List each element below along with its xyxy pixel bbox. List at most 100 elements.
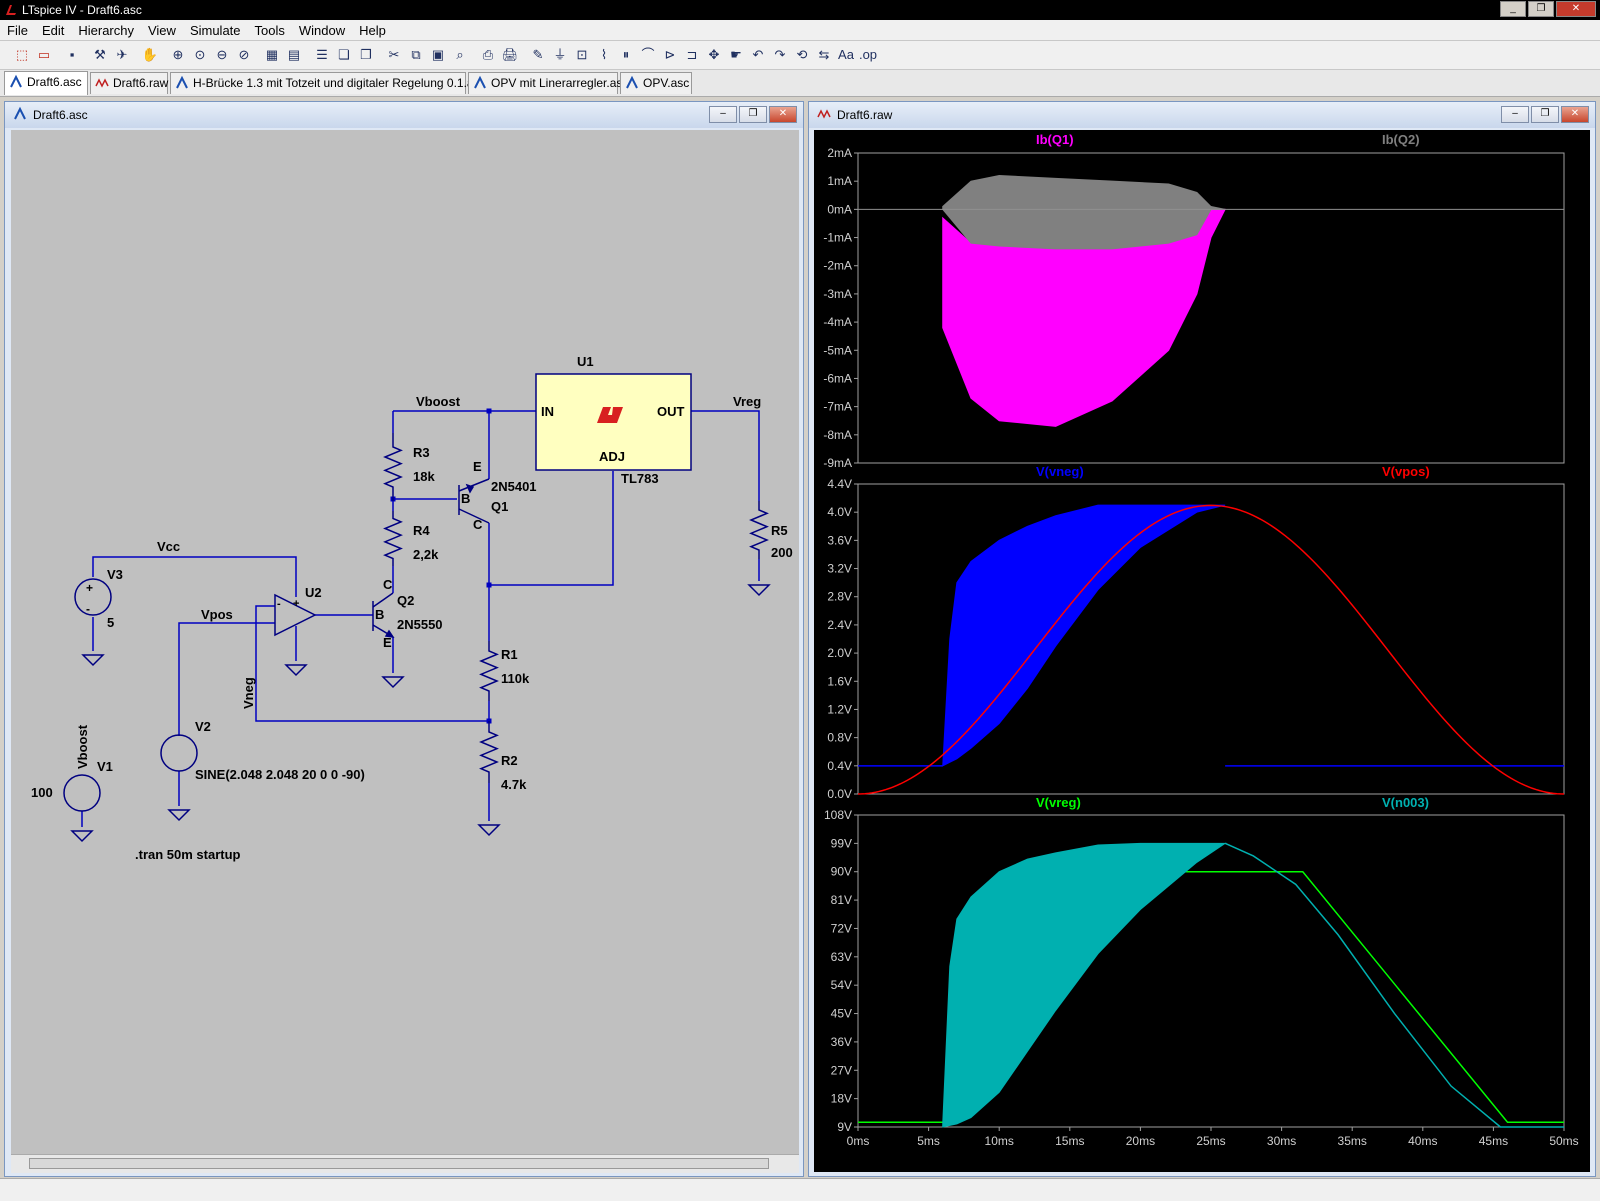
menu-hierarchy[interactable]: Hierarchy bbox=[78, 23, 134, 38]
resistor-r2[interactable] bbox=[479, 721, 499, 783]
inductor-icon[interactable]: ⌒ bbox=[641, 47, 655, 62]
zoom-in-icon[interactable]: ⊕ bbox=[172, 47, 184, 62]
schematic-window-title: Draft6.asc bbox=[33, 108, 88, 122]
tab-h-bruecke[interactable]: H-Brücke 1.3 mit Totzeit und digitaler R… bbox=[170, 72, 486, 94]
series-label[interactable]: V(vreg) bbox=[1036, 795, 1081, 810]
cut-icon[interactable]: ✂ bbox=[388, 47, 400, 62]
capacitor-icon[interactable]: ⏸ bbox=[622, 47, 630, 62]
plot-pane-2[interactable]: 4.4V4.0V3.6V3.2V2.8V2.4V2.0V1.6V1.2V0.8V… bbox=[827, 464, 1565, 801]
redo-icon[interactable]: ↷ bbox=[774, 47, 786, 62]
tab-draft6-raw[interactable]: Draft6.raw bbox=[90, 72, 168, 94]
text-icon[interactable]: Aa bbox=[838, 47, 854, 62]
zoom-out-icon[interactable]: ⊖ bbox=[216, 47, 228, 62]
menu-help[interactable]: Help bbox=[359, 23, 386, 38]
close-button[interactable]: ✕ bbox=[1556, 1, 1596, 17]
print-preview-icon[interactable]: ⎙ bbox=[482, 47, 494, 62]
schematic-maximize-button[interactable]: ❐ bbox=[739, 106, 767, 123]
transistor-q2[interactable] bbox=[372, 592, 395, 638]
wire-vcc[interactable] bbox=[92, 556, 297, 597]
plot-frame bbox=[857, 483, 1565, 795]
halt-icon[interactable]: ✋ bbox=[141, 47, 159, 62]
waveform-maximize-button[interactable]: ❐ bbox=[1531, 106, 1559, 123]
tab-opv-linerarregler[interactable]: OPV mit Linerarregler.asc bbox=[468, 72, 628, 94]
wire-vneg[interactable] bbox=[255, 605, 489, 722]
tab-draft6-asc[interactable]: Draft6.asc bbox=[4, 71, 88, 95]
menu-tools[interactable]: Tools bbox=[254, 23, 285, 38]
waveform-plot-area[interactable]: 2mA1mA0mA-1mA-2mA-3mA-4mA-5mA-6mA-7mA-8m… bbox=[814, 130, 1590, 1172]
schematic-minimize-button[interactable]: – bbox=[709, 106, 737, 123]
find-icon[interactable]: ⌕ bbox=[456, 47, 464, 62]
ltspice-app-icon bbox=[6, 5, 16, 15]
menu-simulate[interactable]: Simulate bbox=[189, 23, 241, 38]
voltage-source-v2[interactable] bbox=[160, 734, 198, 772]
autorange-icon[interactable]: ▦ bbox=[265, 47, 279, 62]
print-icon[interactable]: 🖨 bbox=[501, 47, 519, 62]
resistor-r1[interactable] bbox=[479, 641, 499, 701]
rotate-icon[interactable]: ⟲ bbox=[796, 47, 808, 62]
horizontal-scrollbar[interactable] bbox=[11, 1154, 799, 1173]
undo-icon[interactable]: ↶ bbox=[752, 47, 764, 62]
tab-opv-asc[interactable]: OPV.asc bbox=[620, 72, 692, 94]
move-icon[interactable]: ✥ bbox=[708, 47, 720, 62]
waveform-minimize-button[interactable]: – bbox=[1501, 106, 1529, 123]
voltage-source-v3[interactable] bbox=[74, 578, 112, 616]
waveform-icon bbox=[95, 78, 109, 88]
opamp-u2[interactable] bbox=[274, 593, 317, 637]
spice-directive-icon[interactable]: .op bbox=[858, 47, 878, 62]
wire-adj[interactable] bbox=[489, 471, 614, 586]
restore-button[interactable]: ❐ bbox=[1528, 1, 1554, 17]
y-tick-label: 54V bbox=[831, 978, 852, 992]
diode-icon[interactable]: ⊳ bbox=[664, 47, 676, 62]
transistor-q1[interactable] bbox=[458, 478, 490, 524]
resistor-r3[interactable] bbox=[383, 433, 403, 501]
y-tick-label: 1.6V bbox=[827, 674, 852, 688]
waveform-close-button[interactable]: ✕ bbox=[1561, 106, 1589, 123]
component-icon[interactable]: ⊐ bbox=[686, 47, 698, 62]
close-windows-icon[interactable]: ❐ bbox=[360, 47, 372, 62]
menu-edit[interactable]: Edit bbox=[41, 23, 65, 38]
resistor-r4[interactable] bbox=[383, 511, 403, 566]
open-icon[interactable]: ▭ bbox=[37, 47, 51, 62]
control-panel-icon[interactable]: ⚒ bbox=[94, 47, 106, 62]
save-icon[interactable]: ▪ bbox=[69, 47, 75, 62]
fit-icon[interactable]: ▤ bbox=[287, 47, 301, 62]
minimize-button[interactable]: _ bbox=[1500, 1, 1526, 17]
zoom-pan-icon[interactable]: ⊙ bbox=[194, 47, 206, 62]
series-label[interactable]: Ib(Q2) bbox=[1382, 132, 1420, 147]
series-label[interactable]: V(vneg) bbox=[1036, 464, 1084, 479]
copy-icon[interactable]: ⧉ bbox=[411, 47, 421, 62]
ground-icon[interactable]: ⏚ bbox=[553, 47, 567, 62]
new-schematic-icon[interactable]: ⬚ bbox=[15, 47, 29, 62]
wire-vreg[interactable] bbox=[691, 410, 760, 501]
label-vplus: + bbox=[86, 581, 93, 595]
scrollbar-thumb[interactable] bbox=[29, 1158, 769, 1169]
resistor-r5[interactable] bbox=[749, 501, 769, 559]
draw-wire-icon[interactable]: ✎ bbox=[532, 47, 544, 62]
schematic-close-button[interactable]: ✕ bbox=[769, 106, 797, 123]
mirror-icon[interactable]: ⇆ bbox=[818, 47, 830, 62]
label-q2b: B bbox=[375, 607, 384, 622]
y-tick-label: 81V bbox=[831, 893, 852, 907]
menu-view[interactable]: View bbox=[147, 23, 176, 38]
ground-symbol bbox=[167, 809, 191, 822]
label-net-icon[interactable]: ⊡ bbox=[576, 47, 588, 62]
cascade-icon[interactable]: ❏ bbox=[338, 47, 350, 62]
plot-pane-1[interactable]: 2mA1mA0mA-1mA-2mA-3mA-4mA-5mA-6mA-7mA-8m… bbox=[823, 132, 1565, 470]
wire-vpos[interactable] bbox=[178, 622, 275, 736]
label-tl783: TL783 bbox=[621, 471, 659, 486]
paste-icon[interactable]: ▣ bbox=[431, 47, 445, 62]
zoom-cancel-icon[interactable]: ⊘ bbox=[238, 47, 250, 62]
drag-icon[interactable]: ☛ bbox=[730, 47, 742, 62]
tile-horizontal-icon[interactable]: ☰ bbox=[316, 47, 328, 62]
series-label[interactable]: V(n003) bbox=[1382, 795, 1429, 810]
resistor-icon[interactable]: ⌇ bbox=[600, 47, 608, 62]
voltage-source-v1[interactable] bbox=[63, 774, 101, 812]
label-r5v: 200 bbox=[771, 545, 793, 560]
series-label[interactable]: Ib(Q1) bbox=[1036, 132, 1074, 147]
menu-window[interactable]: Window bbox=[298, 23, 346, 38]
menu-file[interactable]: File bbox=[7, 23, 28, 38]
run-icon[interactable]: ✈ bbox=[116, 47, 128, 62]
series-label[interactable]: V(vpos) bbox=[1382, 464, 1430, 479]
